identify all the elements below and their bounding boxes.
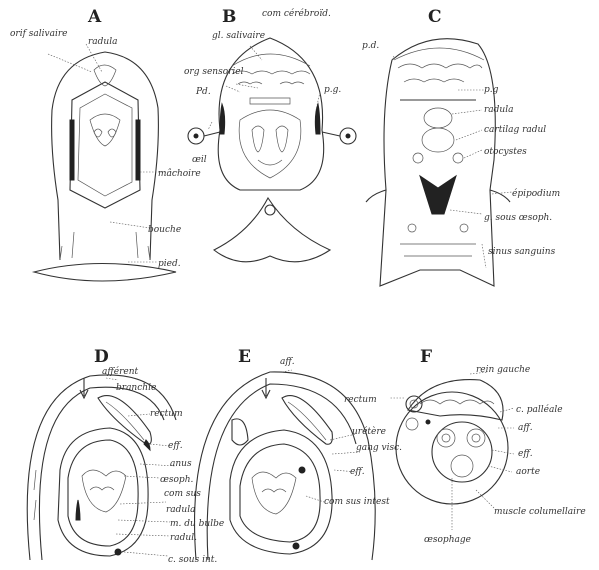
panel-d-body: [58, 428, 148, 556]
label-g-sous-oesoph: g. sous œsoph.: [484, 213, 552, 223]
label-radula-a: radula: [88, 37, 117, 47]
label-eff-f: eff.: [518, 449, 533, 459]
label-c-sous-int: c. sous int.: [168, 555, 217, 565]
label-com-cerebroid: com cérébroïd.: [262, 8, 331, 19]
label-afferent: afférent: [102, 366, 138, 377]
label-gang-visc: gang visc.: [356, 443, 402, 453]
label-gl-salivaire: gl. salivaire: [212, 31, 265, 41]
label-radul: radul.: [170, 533, 197, 543]
panel-a-mouth-frame: [70, 82, 140, 208]
panel-a-foot: [34, 264, 176, 282]
panel-b-head-outline: [218, 38, 323, 190]
label-pd-c: p.d.: [362, 41, 379, 51]
label-rein-gauche: rein gauche: [476, 365, 530, 375]
label-epipodium: épipodium: [512, 188, 560, 199]
label-aff-f: aff.: [518, 423, 533, 433]
panel-f-rectum: [406, 396, 422, 412]
panel-b-lower-section: [214, 198, 330, 262]
panel-e-letter: E: [238, 347, 251, 367]
label-rectum-d: rectum: [150, 409, 183, 419]
label-org-sensoriel: org sensoriel: [184, 67, 244, 77]
panel-f-kidney: [408, 380, 503, 420]
label-branchie: branchie: [116, 383, 156, 393]
label-orif-salivaire: orif salivaire: [10, 29, 68, 39]
panel-a-letter: A: [87, 7, 102, 27]
panel-c-epipodium-left: [366, 190, 386, 202]
label-pg-c: p.g: [484, 85, 499, 95]
label-pg-b: p.g.: [324, 85, 341, 95]
label-com-sus-intest: com sus intest: [324, 497, 390, 507]
label-uretere: urétère: [352, 426, 386, 437]
label-cartilag-radul: cartilag radul: [484, 125, 546, 135]
label-aorte: aorte: [516, 467, 540, 477]
label-muscle-columellaire: muscle columellaire: [494, 507, 586, 517]
panel-e-body: [230, 430, 332, 554]
label-eff-e: eff.: [350, 467, 365, 477]
panel-c: C p.d. p.g radula cartilag radul otocyst…: [362, 7, 560, 286]
panel-d-gill: [98, 396, 151, 445]
panel-c-letter: C: [428, 7, 442, 27]
label-otocystes: otocystes: [484, 147, 527, 157]
label-anus: anus: [170, 459, 192, 469]
panel-e: E aff. urétère gang visc. eff. com sus i…: [195, 347, 403, 560]
panel-c-epipodium-right: [490, 190, 510, 202]
label-m-du-bulbe: m. du bulbe: [170, 519, 224, 529]
label-oesophage: œsophage: [424, 535, 471, 545]
label-c-palleale: c. palléale: [516, 404, 563, 415]
panel-e-small-organ: [232, 419, 248, 445]
panel-a: A orif salivaire radula mâchoire bouche …: [10, 7, 201, 281]
label-rectum-f: rectum: [344, 395, 377, 405]
label-oeil: œil: [192, 155, 207, 165]
label-radula-d: radula: [166, 505, 195, 515]
label-radula-c: radula: [484, 105, 513, 115]
panel-a-head-outline: [52, 52, 159, 260]
label-machoire: mâchoire: [158, 168, 201, 179]
panel-d-letter: D: [94, 347, 109, 367]
panel-f-letter: F: [420, 347, 432, 367]
label-bouche: bouche: [148, 225, 181, 235]
label-sinus-sanguins: sinus sanguins: [488, 247, 556, 257]
panel-c-ganglion: [420, 176, 456, 214]
label-pied: pied.: [158, 259, 181, 269]
label-oesoph: œsoph.: [160, 475, 193, 485]
label-eff-d: eff.: [168, 441, 183, 451]
panel-b-letter: B: [222, 7, 236, 27]
label-pd-b: Pd.: [195, 87, 211, 97]
panel-c-body-outline: [380, 39, 495, 286]
label-aff-e: aff.: [280, 357, 295, 367]
panel-b: B com cérébroïd. gl. salivaire org senso…: [184, 7, 356, 262]
